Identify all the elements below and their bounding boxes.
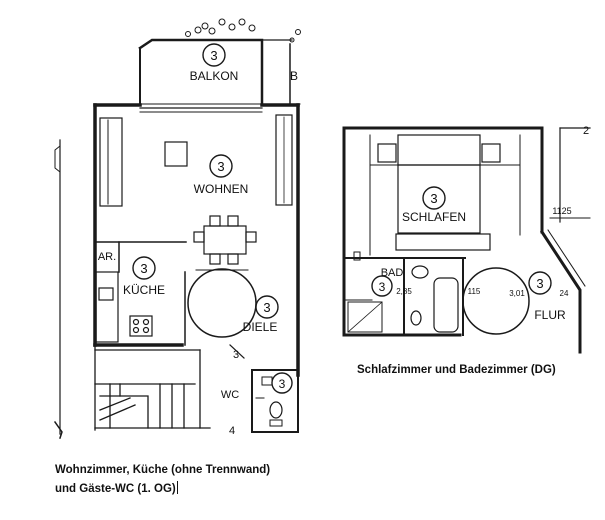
- room-number-wohnen: 3: [217, 159, 224, 174]
- outer-walls: [93, 103, 300, 377]
- room-number-circle-diele: [255, 295, 279, 319]
- caption-1og-line1: Wohnzimmer, Küche (ohne Trennwand): [55, 464, 271, 476]
- stairwell: [94, 344, 211, 431]
- wc-room: [251, 369, 299, 433]
- sink: [411, 265, 429, 279]
- dim-24: 24: [560, 289, 569, 298]
- armchair: [164, 141, 188, 167]
- text-cursor: [176, 481, 178, 494]
- room-number-circle-balkon: [202, 43, 226, 67]
- stair-mark-4: 4: [229, 425, 235, 437]
- room-label-kueche: KÜCHE: [123, 283, 165, 297]
- plan-1og: [53, 18, 301, 439]
- room-label-diele: DIELE: [243, 320, 278, 334]
- room-number-circle-flur: [528, 271, 552, 295]
- caption-dg-text: Schlafzimmer und Badezimmer (DG): [357, 364, 556, 376]
- room-number-circle-wohnen: [209, 154, 233, 178]
- room-number-schlafen: 3: [430, 191, 437, 206]
- caption-dg: Schlafzimmer und Badezimmer (DG): [357, 361, 597, 380]
- wardrobe: [395, 233, 491, 251]
- room-number-circle-bad: [371, 275, 393, 297]
- caption-1og-line2: und Gäste-WC (1. OG): [55, 483, 176, 495]
- room-number-circle-kueche: [132, 256, 156, 280]
- right-top-mark: 2: [583, 125, 589, 137]
- room-label-bad: BAD: [381, 267, 404, 279]
- diele-circle: [187, 268, 257, 338]
- stair-mark-3: 3: [233, 349, 239, 361]
- nightstand: [377, 143, 397, 163]
- caption-1og: Wohnzimmer, Küche (ohne Trennwand) und G…: [55, 461, 355, 499]
- room-label-balkon: BALKON: [190, 69, 239, 83]
- room-number-circle-schlafen: [422, 186, 446, 210]
- dining-table: [193, 215, 257, 265]
- bed: [397, 164, 481, 234]
- room-number-kueche: 3: [140, 261, 147, 276]
- plants-decoration: [185, 18, 301, 43]
- room-number-wc: 3: [279, 377, 286, 391]
- stair-arrow: [229, 344, 245, 359]
- dim-285: 2,85: [396, 287, 412, 296]
- room-number-balkon: 3: [210, 48, 217, 63]
- room-number-circle-wc: [271, 372, 293, 394]
- kitchen-counter: [95, 271, 153, 343]
- bath-walls: [343, 257, 466, 336]
- dim-115: 115: [468, 287, 481, 296]
- room-number-bad: 3: [379, 280, 386, 294]
- cabinet: [275, 114, 293, 206]
- bathtub: [433, 277, 459, 333]
- bed-head: [397, 134, 481, 166]
- flur-circle: [462, 267, 530, 335]
- dim-301: 3,01: [509, 289, 525, 298]
- toilet: [410, 310, 422, 326]
- sofa: [99, 117, 123, 207]
- room-label-wc: WC: [221, 389, 239, 401]
- dg-outer-walls: [342, 126, 582, 354]
- room-number-diele: 3: [263, 300, 270, 315]
- nightstand-2: [481, 143, 501, 163]
- room-label-flur: FLUR: [534, 308, 566, 322]
- balcony-outline: [138, 38, 301, 106]
- dim-1125: 1125: [552, 206, 571, 216]
- radiator: [353, 251, 361, 261]
- plan-dg: [342, 126, 591, 354]
- room-label-schlafen: SCHLAFEN: [402, 210, 466, 224]
- room-label-wohnen: WOHNEN: [194, 182, 249, 196]
- left-b-mark: B: [290, 69, 298, 83]
- room-number-flur: 3: [536, 276, 543, 291]
- caption-1og-line2-wrap: und Gäste-WC (1. OG): [55, 480, 355, 499]
- room-label-ar: AR.: [98, 251, 116, 263]
- shower: [347, 301, 383, 333]
